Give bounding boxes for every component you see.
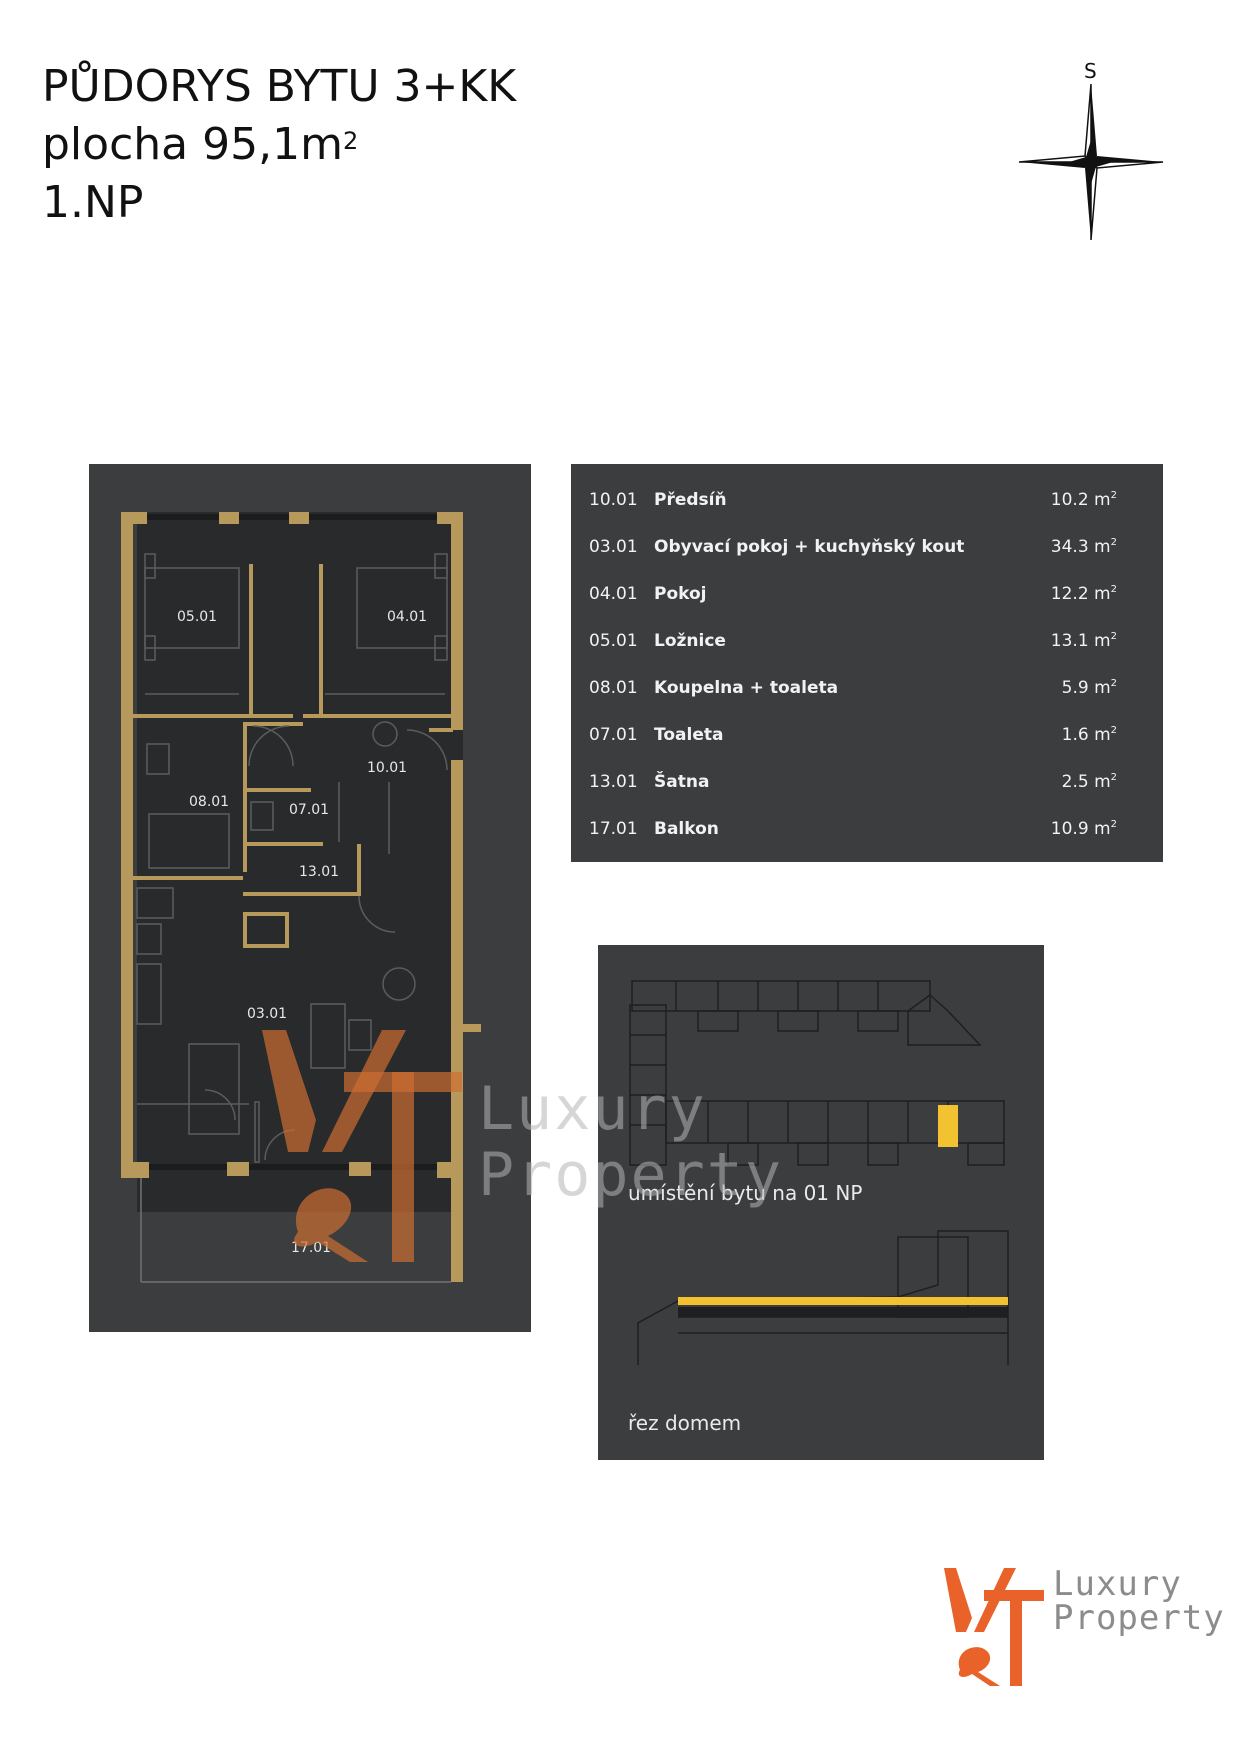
brand-logo: Luxury Property: [940, 1560, 1224, 1690]
floor-location-caption: umístění bytu na 01 NP: [628, 1181, 863, 1205]
label-0701: 07.01: [289, 802, 329, 818]
area-heading: plocha 95,1m2: [42, 116, 516, 174]
floor-heading: 1.NP: [42, 177, 144, 228]
building-location-panel: umístění bytu na 01 NP řez domem: [598, 945, 1044, 1460]
brand-logo-mark: [944, 1568, 1044, 1686]
compass-icon: S: [1010, 55, 1170, 245]
label-1001: 10.01: [367, 760, 407, 776]
label-1301: 13.01: [299, 864, 339, 880]
area-text: plocha 95,1m: [42, 119, 343, 170]
label-0401: 04.01: [387, 609, 427, 625]
compass-rose-icon: [1018, 83, 1164, 241]
label-0301: 03.01: [247, 1006, 287, 1022]
label-0801: 08.01: [189, 794, 229, 810]
label-1701: 17.01: [291, 1240, 331, 1256]
brand-line2: Property: [1053, 1598, 1225, 1638]
area-unit-sup: 2: [342, 127, 359, 155]
floor-plan-panel: 05.01 04.01 10.01 08.01 07.01 13.01 03.0…: [89, 464, 531, 1332]
title-block: PŮDORYS BYTU 3+KK plocha 95,1m2 1.NP: [42, 58, 516, 232]
label-0501: 05.01: [177, 609, 217, 625]
brand-line1: Luxury: [1053, 1564, 1182, 1604]
floor-highlight: [678, 1297, 1008, 1305]
floor-plan-drawing: 05.01 04.01 10.01 08.01 07.01 13.01 03.0…: [121, 512, 481, 1283]
building-site-plan: [629, 980, 1009, 1365]
apartment-highlight: [938, 1105, 958, 1147]
section-caption: řez domem: [628, 1411, 742, 1435]
page-title: PŮDORYS BYTU 3+KK: [42, 61, 517, 112]
compass-label: S: [1084, 59, 1097, 83]
